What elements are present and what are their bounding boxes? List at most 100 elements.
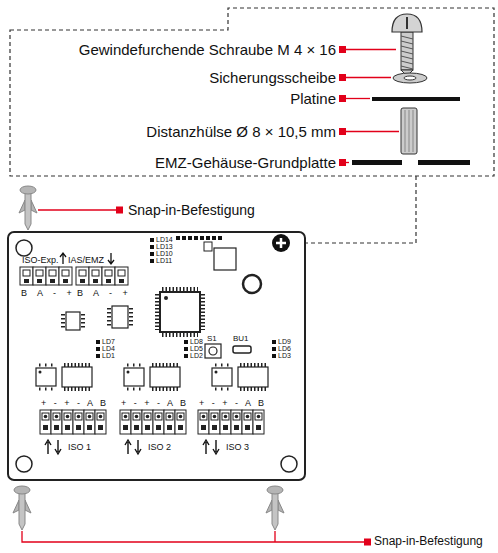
terminal-block	[142, 410, 153, 434]
leader-markers	[339, 46, 346, 53]
components	[204, 242, 212, 251]
leader-lines	[343, 49, 396, 50]
components	[164, 296, 168, 300]
led-label: LD14	[156, 236, 173, 244]
channel-components	[96, 354, 100, 358]
direction-arrow	[135, 440, 141, 454]
terminal-block	[73, 410, 84, 434]
terminal-block	[59, 267, 72, 285]
components	[61, 314, 65, 328]
terminal-block	[33, 267, 46, 285]
leader-markers	[339, 128, 346, 135]
terminal-block	[120, 410, 131, 434]
terminal-block	[220, 410, 231, 434]
mounting-holes	[16, 240, 297, 472]
leader-markers	[339, 74, 346, 81]
part-label: Platine	[290, 90, 336, 107]
mounting-holes	[16, 456, 32, 472]
channel-components	[150, 365, 180, 389]
port-name: ISO 2	[148, 442, 171, 452]
channel-components	[96, 340, 100, 344]
led-marks	[182, 236, 186, 240]
terminal-block	[102, 267, 115, 285]
channel-components	[272, 340, 276, 344]
terminal-block	[40, 410, 264, 434]
terminal-block	[131, 410, 142, 434]
channel-components	[96, 347, 100, 351]
mounting-holes	[16, 240, 32, 256]
channel-components	[36, 340, 276, 389]
components	[162, 333, 198, 337]
leader-lines	[343, 77, 391, 78]
channel-components	[238, 365, 268, 389]
channel-components	[272, 354, 276, 358]
leader-lines	[38, 209, 118, 210]
connector-name: ISO-Exp.	[22, 255, 59, 265]
screw	[392, 14, 422, 32]
led-label: LD9	[278, 338, 291, 346]
terminal-block	[209, 410, 220, 434]
screw-symbol	[276, 238, 286, 248]
mounting-holes	[281, 456, 297, 472]
component-label: BU1	[233, 334, 249, 343]
terminal-block	[153, 410, 164, 434]
components	[214, 248, 236, 270]
led-label: LD3	[278, 352, 291, 360]
snap-in-fastener	[266, 486, 284, 530]
components	[243, 275, 261, 293]
pin-names: + - + - A B	[121, 398, 186, 408]
components	[160, 292, 200, 332]
base-plate	[418, 160, 470, 165]
direction-arrow	[108, 253, 114, 264]
screw-symbol	[272, 234, 290, 252]
channel-components	[184, 354, 188, 358]
direction-arrow	[55, 440, 61, 454]
screw-symbol	[272, 234, 290, 252]
components	[66, 312, 80, 330]
part-label: Snap-in-Befestigung	[374, 535, 483, 549]
terminal-block	[115, 267, 128, 285]
led-marks	[200, 236, 204, 240]
led-label: LD10	[156, 250, 173, 258]
leader-lines	[343, 131, 399, 132]
washer	[404, 76, 416, 80]
terminal-block	[51, 410, 62, 434]
port-name: ISO 1	[68, 442, 91, 452]
components	[81, 314, 85, 328]
snap-in-fastener	[19, 186, 37, 230]
led-label: LD11	[156, 257, 172, 265]
terminal-block	[95, 410, 106, 434]
led-label: LD7	[102, 338, 115, 346]
direction-arrow	[125, 440, 131, 454]
led-marks	[176, 236, 180, 240]
callout-leader	[290, 176, 416, 243]
led-label: LD13	[156, 243, 173, 251]
part-label: Gewindefurchende Schraube M 4 × 16	[79, 41, 336, 58]
channel-components	[184, 347, 188, 351]
direction-arrow	[203, 440, 209, 454]
led-marks	[188, 236, 192, 240]
leader-markers	[116, 207, 123, 214]
pin-names: + - + - A B	[199, 398, 264, 408]
terminal-block	[46, 267, 59, 285]
terminal-block	[164, 410, 175, 434]
led-marks	[150, 245, 154, 249]
led-label: LD2	[190, 352, 203, 360]
part-label: Distanzhülse Ø 8 × 10,5 mm	[146, 123, 336, 140]
led-marks	[212, 236, 216, 240]
led-label: LD5	[190, 345, 203, 353]
terminal-block	[175, 410, 186, 434]
components	[107, 308, 111, 326]
part-label: EMZ-Gehäuse-Grundplatte	[155, 154, 336, 171]
pin-names: + - + - A B	[41, 398, 106, 408]
led-label: LD1	[102, 352, 115, 360]
spacer-sleeve	[401, 108, 417, 154]
led-marks	[150, 259, 154, 263]
led-marks	[206, 236, 210, 240]
channel-components	[124, 365, 144, 389]
screw	[401, 32, 413, 70]
components	[162, 287, 198, 291]
direction-arrow	[45, 440, 219, 454]
spacer-sleeve	[405, 110, 413, 152]
